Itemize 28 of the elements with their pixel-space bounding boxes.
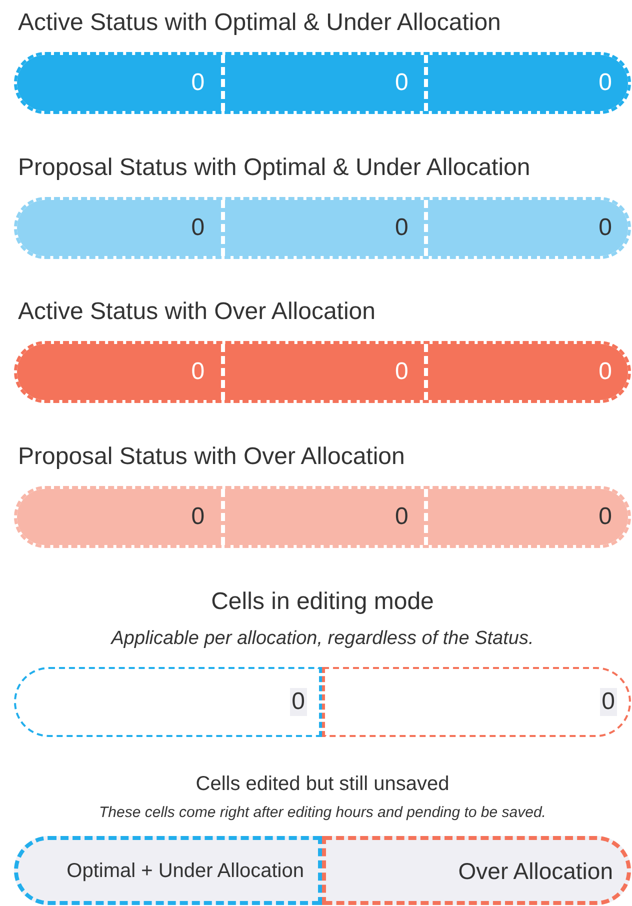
- section-heading: Proposal Status with Optimal & Under Allocation: [18, 154, 530, 182]
- cell-value: 0: [191, 69, 205, 97]
- cell-value: 0: [394, 503, 408, 531]
- allocation-label: Over Allocation: [458, 856, 613, 884]
- section-note: These cells come right after editing hours and pending to be saved.: [99, 804, 546, 821]
- section-heading: Cells in editing mode: [211, 588, 434, 616]
- section-note: Applicable per allocation, regardless of the Status.: [111, 628, 534, 650]
- unsaved-cell: [14, 836, 322, 905]
- section-heading: Active Status with Over Allocation: [18, 298, 376, 326]
- section-heading: Cells edited but still unsaved: [196, 772, 450, 797]
- cell-value: 0: [191, 503, 205, 531]
- cell-value: 0: [191, 358, 205, 386]
- cell-value: 0: [598, 69, 612, 97]
- cell-value: 0: [394, 214, 408, 242]
- cell-value: 0: [600, 688, 617, 716]
- allocation-label: Optimal + Under Allocation: [66, 858, 304, 884]
- cell-value: 0: [598, 214, 612, 242]
- section-heading: Active Status with Optimal & Under Allocation: [18, 9, 501, 37]
- editing-cell: [14, 667, 322, 737]
- cell-value: 0: [598, 358, 612, 386]
- cell-value: 0: [394, 69, 408, 97]
- cell-value: 0: [191, 214, 205, 242]
- cell-value: 0: [598, 503, 612, 531]
- section-heading: Proposal Status with Over Allocation: [18, 443, 405, 471]
- editing-cell: [322, 667, 631, 737]
- cell-value: 0: [394, 358, 408, 386]
- unsaved-cell: [322, 836, 631, 905]
- cell-value: 0: [290, 688, 307, 716]
